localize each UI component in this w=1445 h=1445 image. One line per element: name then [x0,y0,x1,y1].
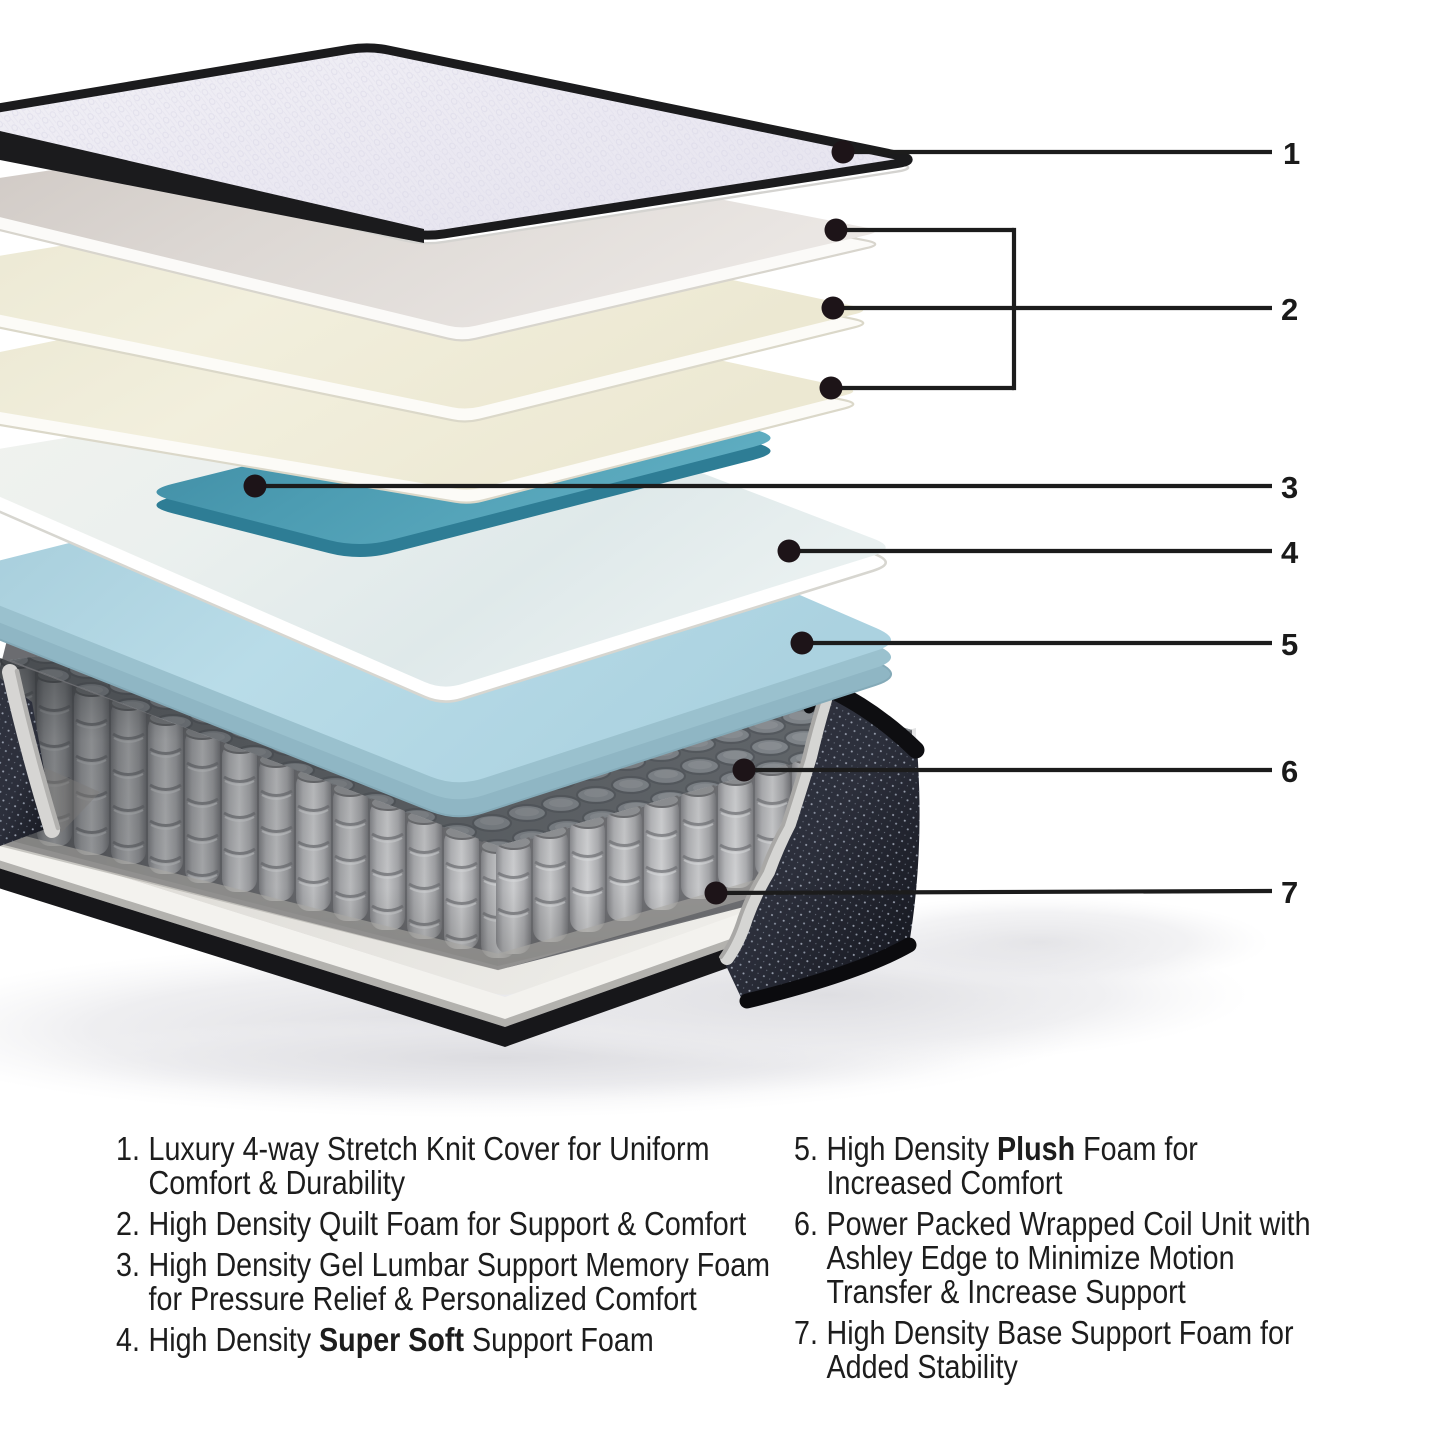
svg-text:5: 5 [1281,627,1298,662]
svg-text:7: 7 [1281,875,1298,910]
svg-text:3: 3 [1281,470,1298,505]
svg-text:6: 6 [1281,754,1298,789]
svg-text:2: 2 [1281,292,1298,327]
svg-text:4: 4 [1281,535,1299,570]
svg-text:1: 1 [1283,136,1300,171]
